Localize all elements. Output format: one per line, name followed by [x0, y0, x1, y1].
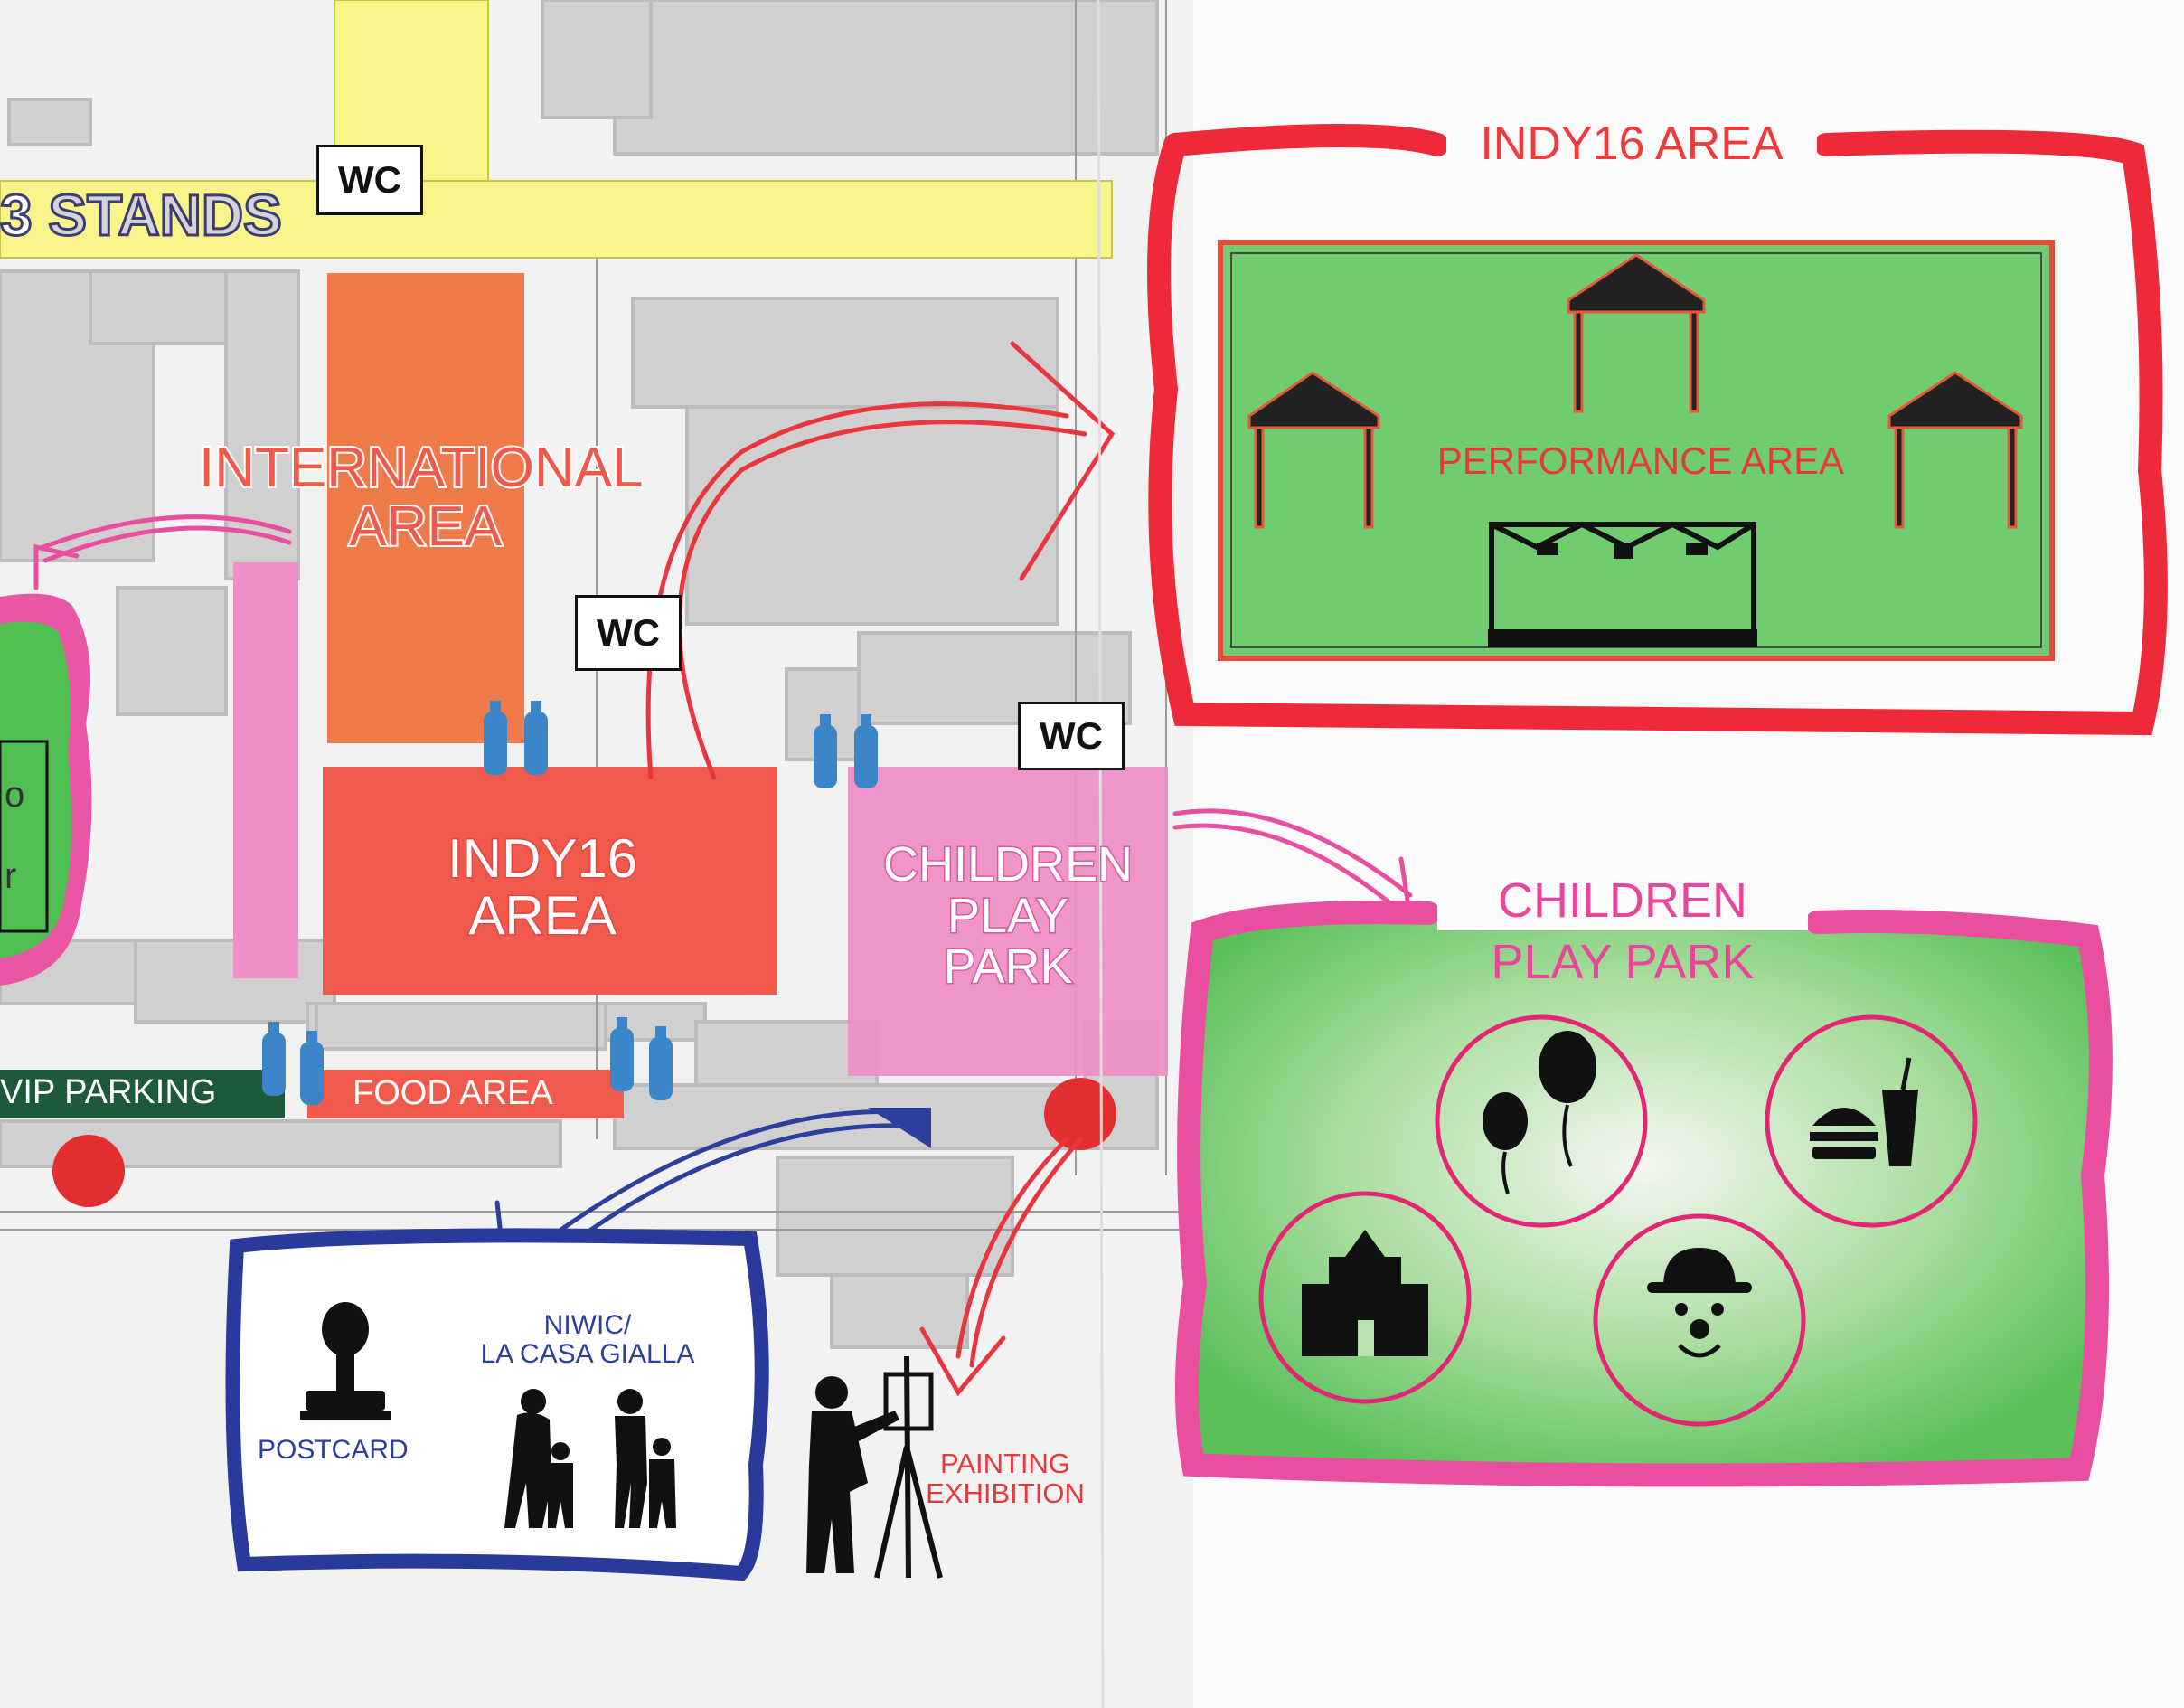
wc-sign-middle: WC [575, 595, 682, 671]
painter-icon [806, 1355, 943, 1579]
buildings [0, 0, 1159, 1349]
stamp-icon [300, 1302, 391, 1420]
pink-strip [233, 562, 298, 978]
niwic-label: NIWIC/ LA CASA GIALLA [480, 1310, 695, 1369]
painting-exhibition-label: PAINTING EXHIBITION [926, 1448, 1085, 1509]
stage-tents [1247, 253, 2023, 647]
children-panel-title: CHILDREN [1437, 875, 1808, 930]
indy16-panel-title: INDY16 AREA [1446, 119, 1817, 169]
performance-area-label: PERFORMANCE AREA [1436, 439, 1845, 482]
children-panel-title-2: PLAY PARK [1491, 935, 1755, 989]
indy16-area-label: INDY16 AREA [446, 828, 638, 946]
location-dot-painting [1044, 1078, 1116, 1150]
international-area-block [327, 273, 524, 743]
clown-icon [1647, 1248, 1752, 1358]
activity-circles [1258, 1014, 1978, 1427]
food-area-bar [307, 1070, 624, 1118]
wc-sign-right: WC [1018, 702, 1125, 770]
fold-line [1097, 0, 1105, 1708]
balloons-icon [1483, 1031, 1596, 1194]
left-panel-fragment-2: r [5, 856, 17, 896]
stands-label: 3 STANDS [0, 183, 283, 248]
indy16-area-block [323, 767, 777, 995]
children-play-park-block [848, 767, 1168, 1076]
international-area-label: INTERNATIONAL AREA [197, 437, 645, 559]
water-bottles [262, 701, 878, 1105]
arrows [33, 341, 1413, 1397]
vip-parking-bar [0, 1070, 285, 1118]
wc-sign-top: WC [316, 145, 423, 215]
left-panel-fragment-1: o [5, 775, 25, 815]
location-dot-left [52, 1135, 125, 1207]
children-play-park-label: CHILDREN PLAY PARK [881, 837, 1134, 995]
indy16-panel-border [1147, 124, 2168, 736]
postcard-label: POSTCARD [258, 1435, 409, 1465]
fast-food-icon [1810, 1057, 1918, 1166]
left-partial-panel [0, 593, 92, 986]
food-area-label: FOOD AREA [353, 1074, 553, 1112]
vip-parking-label: VIP PARKING [0, 1073, 217, 1111]
blue-arrow-head [868, 1108, 931, 1148]
castle-icon [1302, 1230, 1428, 1356]
family-icon [504, 1389, 676, 1528]
